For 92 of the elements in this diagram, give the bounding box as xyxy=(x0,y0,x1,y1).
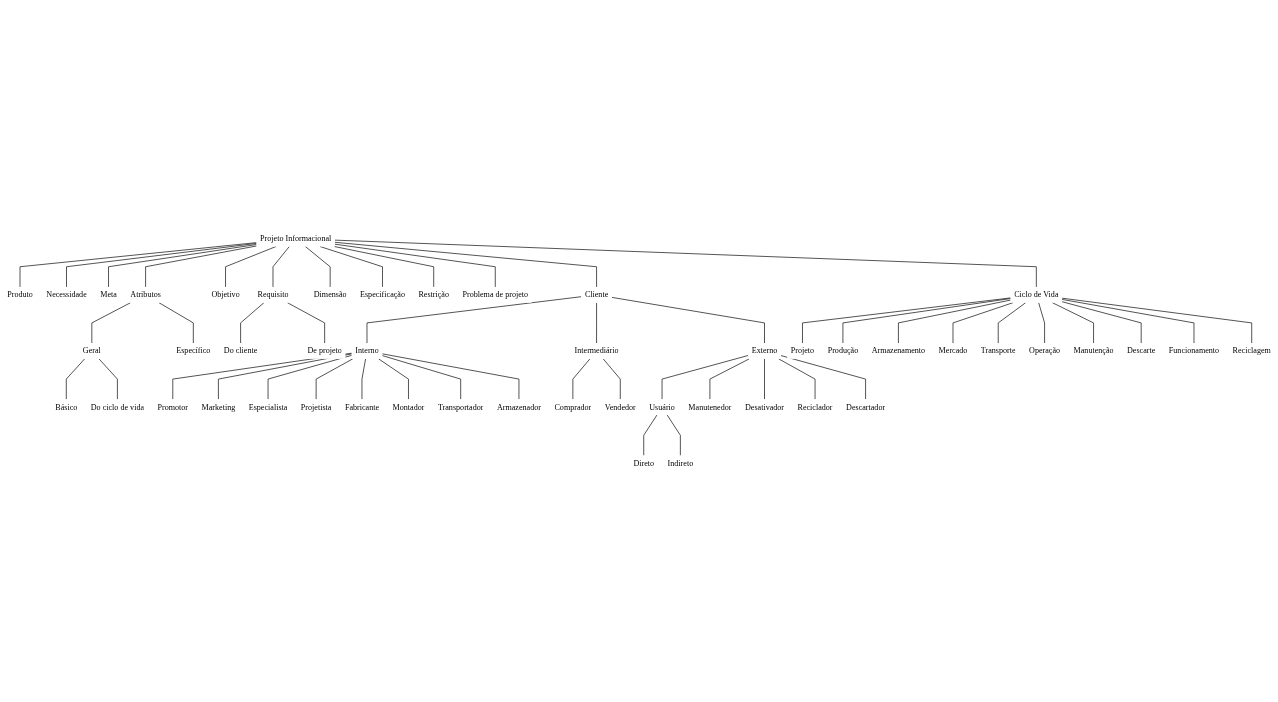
node-text: Armazenador xyxy=(496,402,541,412)
connector xyxy=(611,297,765,344)
node-text: Projeto Informacional xyxy=(260,233,332,243)
node-text: Projetista xyxy=(300,402,332,412)
node-text: Necessidade xyxy=(46,290,87,300)
node-text: Dimensão xyxy=(313,290,347,300)
connector xyxy=(172,352,353,400)
connector xyxy=(602,358,621,400)
node-text: Marketing xyxy=(201,402,236,412)
node-text: Comprador xyxy=(554,402,592,412)
node-text: Fabricante xyxy=(344,402,380,412)
node-text: Específico xyxy=(176,346,211,356)
connector xyxy=(661,355,749,400)
node-text: Do cliente xyxy=(223,346,258,356)
connector xyxy=(305,246,331,288)
connector xyxy=(287,302,325,344)
connector xyxy=(334,239,1037,288)
node-text: Requisito xyxy=(257,290,289,300)
node-text: Atributos xyxy=(130,290,161,300)
connector xyxy=(572,358,591,400)
node-text: Do ciclo de vida xyxy=(90,402,145,412)
node-text: Meta xyxy=(100,290,117,300)
connector xyxy=(319,246,383,288)
connector xyxy=(381,353,520,400)
connector xyxy=(361,358,366,400)
node-text: Montador xyxy=(392,402,425,412)
node-text: Produção xyxy=(827,346,859,356)
connector xyxy=(842,298,1011,344)
node-text: Direto xyxy=(633,458,655,468)
node-text: Transportador xyxy=(437,402,484,412)
connector xyxy=(108,244,257,288)
connector xyxy=(1052,302,1094,344)
node-text: Interno xyxy=(355,346,379,356)
connector xyxy=(225,246,277,288)
node-text: Usuário xyxy=(649,402,675,412)
connector xyxy=(1061,297,1253,344)
node-text: Externo xyxy=(751,346,778,356)
connector xyxy=(997,302,1026,344)
node-text: Indireto xyxy=(667,458,694,468)
connector xyxy=(91,302,131,344)
connector xyxy=(334,243,496,288)
node-text: Especialista xyxy=(248,402,288,412)
node-text: Ciclo de Vida xyxy=(1014,290,1059,300)
node-text: Descarte xyxy=(1127,346,1156,356)
connector xyxy=(315,358,354,400)
node-text: Reciclador xyxy=(797,402,833,412)
node-text: Transporte xyxy=(980,346,1016,356)
node-text: Operação xyxy=(1029,346,1061,356)
connector xyxy=(952,302,1014,344)
node-text: Especificação xyxy=(360,290,405,300)
node-text: Reciclagem xyxy=(1232,346,1271,356)
node-text: Armazenamento xyxy=(871,346,926,356)
node-text: Promotor xyxy=(157,402,189,412)
node-text: Geral xyxy=(82,346,101,356)
node-text: Intermediário xyxy=(574,346,619,356)
connector xyxy=(366,296,582,344)
node-text: Vendedor xyxy=(604,402,636,412)
connector xyxy=(709,358,750,400)
node-text: Restrição xyxy=(418,290,449,300)
connector xyxy=(780,355,866,400)
connector xyxy=(643,414,658,456)
node-text: Projeto xyxy=(790,346,815,356)
node-text: Mercado xyxy=(938,346,968,356)
connector xyxy=(267,355,353,400)
connector xyxy=(898,299,1011,344)
connector xyxy=(378,358,409,400)
connector xyxy=(1061,301,1142,344)
connector xyxy=(272,246,290,288)
connector xyxy=(218,353,353,400)
connector xyxy=(158,302,194,344)
connector xyxy=(381,355,461,400)
connector xyxy=(1061,299,1195,344)
node-text: Problema de projeto xyxy=(462,290,529,300)
node-text: Produto xyxy=(7,290,33,300)
node-text: Desativador xyxy=(744,402,785,412)
connector xyxy=(764,358,765,400)
node-text: Objetivo xyxy=(211,290,240,300)
node-text: Descartador xyxy=(846,402,886,412)
connector xyxy=(240,302,265,344)
connector xyxy=(145,245,257,288)
connector xyxy=(98,358,118,400)
connector xyxy=(802,297,1011,344)
node-text: Manutenedor xyxy=(688,402,732,412)
node-text: Manutenção xyxy=(1073,346,1114,356)
connector xyxy=(66,243,257,288)
connector xyxy=(1038,302,1045,344)
node-text: Funcionamento xyxy=(1168,346,1220,356)
node-text: Básico xyxy=(55,402,78,412)
node-text: Cliente xyxy=(584,290,609,300)
connector xyxy=(19,242,257,288)
connector xyxy=(334,241,597,288)
connector xyxy=(334,246,435,288)
